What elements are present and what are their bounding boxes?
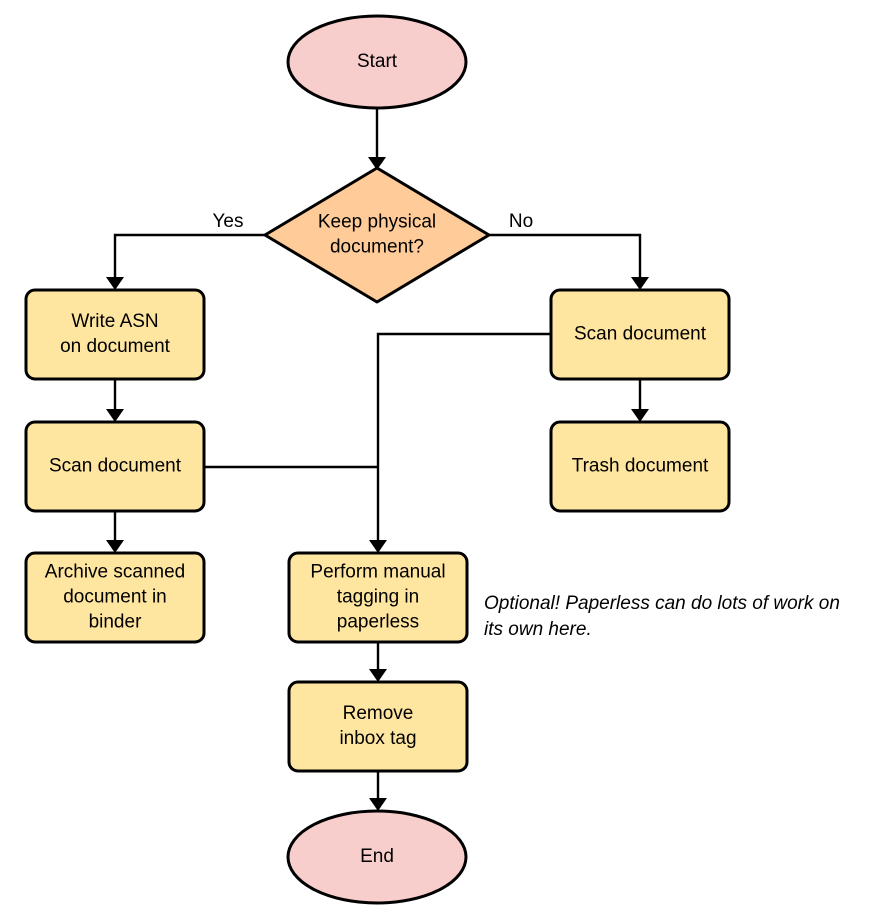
node-label-line: document in <box>63 587 167 608</box>
edge-label-no: No <box>509 211 533 232</box>
node-shape-rect <box>24 288 206 381</box>
node-shape-ellipse <box>286 809 468 905</box>
edge-line <box>113 233 265 283</box>
edge-scan-left-to-archive <box>106 511 124 553</box>
node-label-line: Trash document <box>572 456 709 477</box>
node-label: Archive scanned document in binder <box>45 562 185 633</box>
node-label-line: tagging in <box>337 587 419 608</box>
edge-label-yes: Yes <box>213 211 244 232</box>
node-shape-rect <box>287 680 469 773</box>
edge-start-to-decision <box>368 108 386 170</box>
node-label: Perform manual tagging in paperless <box>310 562 445 633</box>
edge-arrowhead-icon <box>369 669 387 682</box>
node-label: Keep physical document? <box>318 212 436 258</box>
edge-scan-right-to-trash <box>631 379 649 422</box>
node-label: End <box>360 846 394 867</box>
node-label-line: End <box>360 846 394 867</box>
node-shape-rect <box>24 551 206 644</box>
edge-decision-yes-to-write-asn: Yes <box>106 211 265 290</box>
annotation-line: its own here. <box>484 619 592 640</box>
edge-remove-inbox-to-end <box>369 771 387 811</box>
node-label: Start <box>357 51 398 72</box>
node-label-line: Archive scanned <box>45 562 185 583</box>
edge-arrowhead-icon <box>631 277 649 290</box>
edge-write-asn-to-scan-left <box>106 379 124 422</box>
node-shape-rect <box>287 551 469 644</box>
node-label-line: Start <box>357 51 398 72</box>
node-archive-binder[interactable]: Archive scanned document in binder <box>24 551 206 644</box>
edge-arrowhead-icon <box>631 409 649 422</box>
node-label-line: Scan document <box>49 456 182 477</box>
node-manual-tagging[interactable]: Perform manual tagging in paperless <box>287 551 469 644</box>
node-shape-rect <box>24 420 206 513</box>
edge-arrowhead-icon <box>106 540 124 553</box>
node-label-line: Remove <box>343 703 414 724</box>
node-label-line: document? <box>330 237 424 258</box>
node-label: Write ASN on document <box>60 311 171 357</box>
edge-arrowhead-icon <box>369 798 387 811</box>
node-shape-ellipse <box>286 14 468 110</box>
node-start[interactable]: Start <box>286 14 468 110</box>
edge-manual-tagging-to-remove-inbox <box>369 642 387 682</box>
node-scan-document-right[interactable]: Scan document <box>549 288 731 381</box>
node-shape-rect <box>549 420 731 513</box>
node-label-line: paperless <box>337 612 419 633</box>
node-label-line: on document <box>60 336 171 357</box>
edge-arrowhead-icon <box>106 277 124 290</box>
edge-decision-no-to-scan-right: No <box>489 211 649 290</box>
node-label: Scan document <box>49 456 182 477</box>
edge-arrowhead-icon <box>106 409 124 422</box>
node-shape-diamond <box>263 166 491 304</box>
edge-scan-right-to-manual-tagging <box>369 332 551 553</box>
edge-arrowhead-icon <box>369 540 387 553</box>
node-scan-document-left[interactable]: Scan document <box>24 420 206 513</box>
annotation-line: Optional! Paperless can do lots of work … <box>484 593 840 614</box>
node-label: Remove inbox tag <box>339 703 416 749</box>
node-label: Trash document <box>572 456 709 477</box>
node-end[interactable]: End <box>286 809 468 905</box>
node-label-line: Scan document <box>574 324 707 345</box>
node-keep-physical[interactable]: Keep physical document? <box>263 166 491 304</box>
annotations-layer: Optional! Paperless can do lots of work … <box>484 593 840 640</box>
node-label-line: Write ASN <box>71 311 158 332</box>
node-label-line: Keep physical <box>318 212 436 233</box>
node-trash-document[interactable]: Trash document <box>549 420 731 513</box>
annotation-optional-note: Optional! Paperless can do lots of work … <box>484 593 840 640</box>
edge-line <box>489 233 642 283</box>
node-remove-inbox-tag[interactable]: Remove inbox tag <box>287 680 469 773</box>
node-label-line: inbox tag <box>339 728 416 749</box>
node-label-line: Perform manual <box>310 562 445 583</box>
node-shape-rect <box>549 288 731 381</box>
node-write-asn[interactable]: Write ASN on document <box>24 288 206 381</box>
edge-line <box>376 332 551 546</box>
node-label-line: binder <box>89 612 142 633</box>
edge-arrowhead-icon <box>368 157 386 170</box>
edges-layer: Yes No <box>106 108 649 811</box>
node-label: Scan document <box>574 324 707 345</box>
